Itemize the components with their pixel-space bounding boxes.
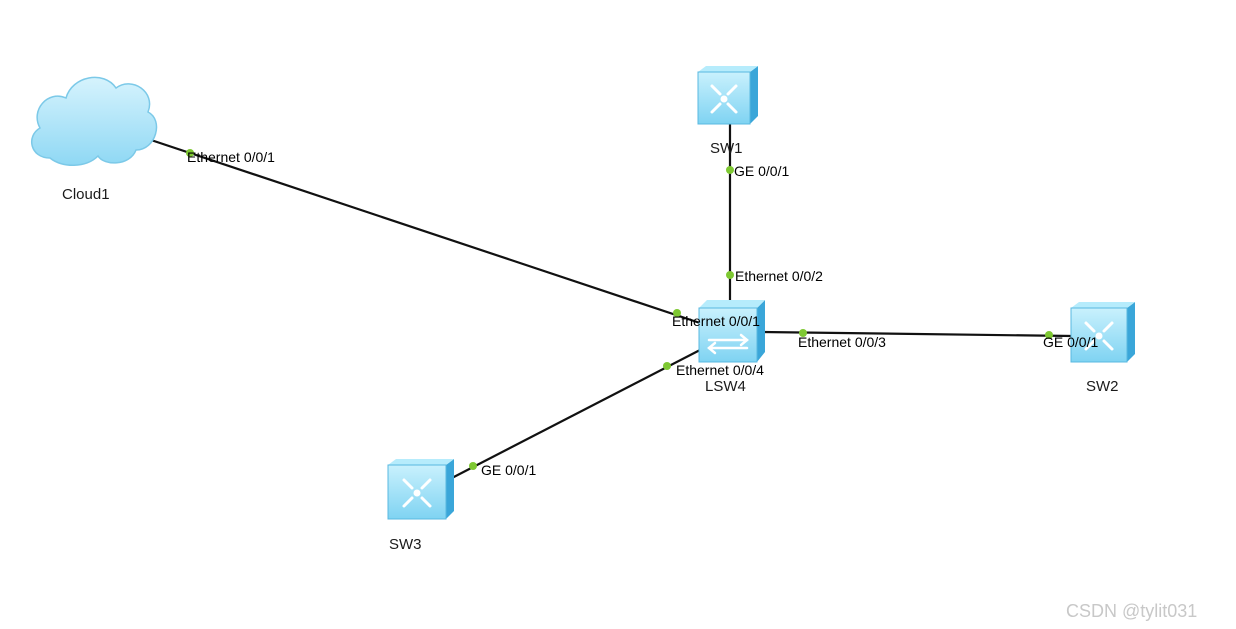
port-label: GE 0/0/1: [481, 462, 536, 478]
device-label-sw1: SW1: [710, 140, 743, 157]
cloud-icon[interactable]: [30, 76, 158, 166]
link-lsw4-sw3[interactable]: [447, 349, 701, 481]
port-dot: [186, 149, 194, 157]
port-label: Ethernet 0/0/4: [676, 362, 764, 378]
device-label-sw2: SW2: [1086, 378, 1119, 395]
link-cloud1-lsw4[interactable]: [147, 137, 701, 325]
port-dot: [663, 362, 671, 370]
watermark: CSDN @tylit031: [1066, 601, 1197, 621]
port-dot: [469, 462, 477, 470]
port-dot: [726, 166, 734, 174]
port-dot: [799, 329, 807, 337]
port-dot: [726, 271, 734, 279]
device-label-cloud1: Cloud1: [62, 186, 110, 203]
port-label: Ethernet 0/0/2: [735, 268, 823, 284]
link-lsw4-sw2[interactable]: [761, 330, 1073, 338]
port-dot: [1045, 331, 1053, 339]
port-dot: [673, 309, 681, 317]
device-label-sw3: SW3: [389, 536, 422, 553]
port-label: GE 0/0/1: [1043, 334, 1098, 350]
switch-icon[interactable]: [697, 66, 758, 125]
port-label: Ethernet 0/0/3: [798, 334, 886, 350]
switch-icon[interactable]: [387, 459, 454, 520]
device-label-lsw4: LSW4: [705, 378, 746, 395]
port-label: Ethernet 0/0/1: [187, 149, 275, 165]
l2-switch-icon[interactable]: [698, 300, 765, 363]
switch-icon[interactable]: [1070, 302, 1135, 363]
port-label: GE 0/0/1: [734, 163, 789, 179]
port-label: Ethernet 0/0/1: [672, 313, 760, 329]
